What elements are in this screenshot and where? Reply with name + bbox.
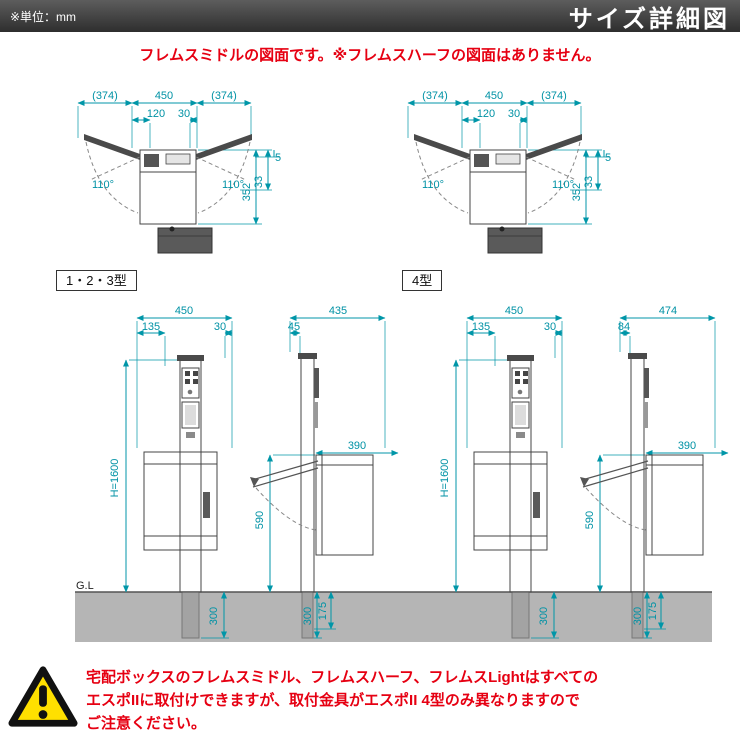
dim-120: 120 (147, 108, 165, 120)
dim-374-right: (374) (211, 90, 237, 102)
dim-side-total: 474 (659, 305, 677, 317)
type-label-4: 4型 (402, 270, 443, 291)
ground-level-label: G.L (76, 580, 94, 592)
elevation-views (123, 315, 399, 639)
page-title: サイズ詳細図 (568, 5, 730, 33)
plan-unit-body (84, 134, 252, 254)
dim-embed-side: 300 (632, 607, 644, 625)
front-view (123, 315, 233, 639)
caution-note: 宅配ボックスのフレムスミドル、フレムスハーフ、フレムスLightはすべての エス… (86, 666, 726, 735)
dim-height: H=1600 (109, 459, 121, 498)
dim-front-135: 135 (472, 321, 490, 333)
dim-450-plan: 450 (155, 90, 173, 102)
dim-height: H=1600 (439, 459, 451, 498)
dim-box-height: 590 (584, 511, 596, 529)
type-label-123: 1・2・3型 (56, 270, 137, 291)
dim-352: 352 (241, 183, 253, 201)
angle-left: 110° (92, 179, 114, 191)
dim-box-height: 590 (254, 511, 266, 529)
dim-front-135: 135 (142, 321, 160, 333)
dim-175: 175 (647, 602, 659, 620)
dim-embed-front: 300 (538, 607, 550, 625)
dim-5: 5 (275, 152, 281, 164)
dim-front-30: 30 (214, 321, 226, 333)
subtitle-note: フレムスミドルの図面です。※フレムスハーフの図面はありません。 (139, 47, 601, 64)
dim-box-depth: 390 (678, 440, 696, 452)
dim-front-width: 450 (505, 305, 523, 317)
angle-right: 110° (222, 179, 244, 191)
dim-box-depth: 390 (348, 440, 366, 452)
plan-view-right (408, 90, 611, 253)
unit-label: ※単位：mm (10, 9, 77, 24)
elevation-labels-4: 450 135 30 H=1600 300 474 84 390 590 300… (439, 305, 696, 625)
elevation-views-type4 (456, 318, 728, 638)
dim-embed-side: 300 (302, 607, 314, 625)
dim-33: 33 (253, 176, 265, 188)
dim-side-total: 435 (329, 305, 347, 317)
header-bar: ※単位：mm サイズ詳細図 (0, 0, 740, 33)
dim-front-width: 450 (175, 305, 193, 317)
dim-30-plan: 30 (178, 108, 190, 120)
caution-line-2: エスポIIに取付けできますが、取付金具がエスポII 4型のみ異なりますので (86, 692, 580, 709)
ground-band (75, 591, 712, 642)
dim-embed-front: 300 (208, 607, 220, 625)
side-view (250, 315, 399, 639)
elevation-labels-123: 450 135 30 H=1600 G.L 300 435 45 390 590… (76, 305, 366, 625)
caution-line-1: 宅配ボックスのフレムスミドル、フレムスハーフ、フレムスLightはすべての (86, 669, 599, 686)
warning-triangle-icon (8, 666, 78, 727)
caution-line-3: ご注意ください。 (86, 715, 207, 732)
plan-view-left: (374) 450 (374) 120 30 110° 110° 5 33 35… (77, 90, 281, 254)
dim-side-offset: 45 (288, 321, 300, 333)
dim-side-offset: 84 (618, 321, 630, 333)
dim-175: 175 (317, 602, 329, 620)
dim-front-30: 30 (544, 321, 556, 333)
dim-374-left: (374) (92, 90, 118, 102)
